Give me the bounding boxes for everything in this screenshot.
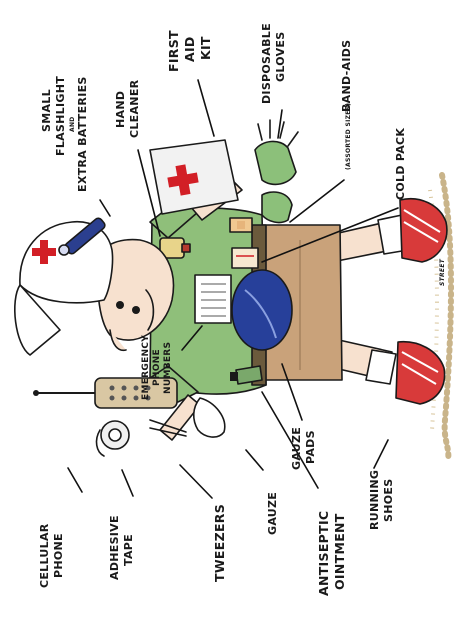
- label-small-flashlight: SMALL FLASHLIGHT AND EXTRA BATTERIES: [40, 76, 89, 192]
- running-shoes-icon: [396, 199, 447, 404]
- label-emergency-line3: NUMBERS: [163, 342, 173, 394]
- label-flashlight-line1: SMALL: [40, 89, 53, 132]
- label-band-aids-text: BAND-AIDS: [340, 40, 353, 112]
- label-tweezers-text: TWEEZERS: [212, 504, 227, 582]
- label-cellular-phone: CELLULAR PHONE: [38, 523, 65, 588]
- leader-first-aid-kit: [198, 80, 214, 136]
- label-gloves-line2: GLOVES: [274, 32, 287, 82]
- label-disposable-gloves: DISPOSABLE GLOVES: [260, 23, 287, 104]
- label-first-aid-line2: AID: [182, 36, 197, 62]
- label-cellular-phone-line2: PHONE: [52, 533, 65, 578]
- label-antiseptic-line1: ANTISEPTIC: [316, 511, 331, 596]
- artist-signature: STREET: [439, 258, 446, 286]
- label-gloves-line1: DISPOSABLE: [260, 23, 273, 104]
- label-gauze: GAUZE: [266, 492, 279, 535]
- leader-running-shoes: [374, 440, 388, 468]
- band-aids-icon: [230, 218, 252, 232]
- adhesive-tape-icon: [97, 421, 129, 456]
- label-band-aids-note: (ASSORTED SIZES): [345, 103, 352, 170]
- label-first-aid-line3: KIT: [198, 36, 213, 60]
- label-cold-pack-text: COLD PACK: [394, 128, 407, 200]
- first-aid-kit-icon: [150, 140, 238, 214]
- label-first-aid-kit: FIRST AID KIT: [166, 30, 213, 72]
- label-hand-cleaner-line1: HAND: [114, 91, 127, 128]
- phone-numbers-card-icon: [195, 275, 231, 323]
- label-tweezers: TWEEZERS: [212, 504, 227, 582]
- gloves-icon: [255, 120, 298, 222]
- label-cellular-phone-line1: CELLULAR: [38, 523, 51, 588]
- label-emergency-line1: EMERGENCY: [141, 335, 151, 400]
- leader-cellular-phone: [68, 468, 82, 492]
- cold-pack-icon: [232, 248, 258, 268]
- label-cold-pack: COLD PACK: [394, 128, 407, 200]
- label-running-shoes: RUNNING SHOES: [368, 470, 395, 530]
- label-gauze-pads-line2: PADS: [304, 430, 317, 464]
- label-gauze-pads-line1: GAUZE: [290, 427, 303, 470]
- label-hand-cleaner-line2: CLEANER: [128, 79, 141, 138]
- cap-icon: [15, 222, 113, 355]
- label-adhesive-tape-line2: TAPE: [122, 534, 135, 566]
- label-adhesive-tape-line1: ADHESIVE: [108, 515, 121, 580]
- signature-text: STREET: [439, 258, 446, 286]
- leader-tweezers: [180, 465, 212, 498]
- leader-band-aids: [290, 180, 344, 222]
- label-gauze-pads: GAUZE PADS: [290, 427, 317, 470]
- leader-gauze: [246, 450, 263, 470]
- leader-adhesive-tape: [122, 470, 133, 496]
- label-first-aid-line1: FIRST: [166, 30, 181, 72]
- label-hand-cleaner: HAND CLEANER: [114, 79, 141, 138]
- leader-flashlight: [100, 200, 110, 216]
- label-running-shoes-line2: SHOES: [382, 479, 395, 522]
- label-antiseptic-line2: OINTMENT: [332, 513, 347, 590]
- label-flashlight-line4: EXTRA BATTERIES: [76, 76, 89, 192]
- label-flashlight-line3: AND: [69, 116, 76, 132]
- label-adhesive-tape: ADHESIVE TAPE: [108, 515, 135, 580]
- label-band-aids: BAND-AIDS (ASSORTED SIZES): [340, 40, 353, 170]
- gauze-icon: [194, 398, 225, 437]
- label-gauze-text: GAUZE: [266, 492, 279, 535]
- label-flashlight-line2: FLASHLIGHT: [54, 76, 67, 156]
- label-antiseptic-ointment: ANTISEPTIC OINTMENT: [316, 511, 347, 596]
- label-running-shoes-line1: RUNNING: [368, 470, 381, 530]
- label-emergency-line2: PHONE: [152, 349, 162, 386]
